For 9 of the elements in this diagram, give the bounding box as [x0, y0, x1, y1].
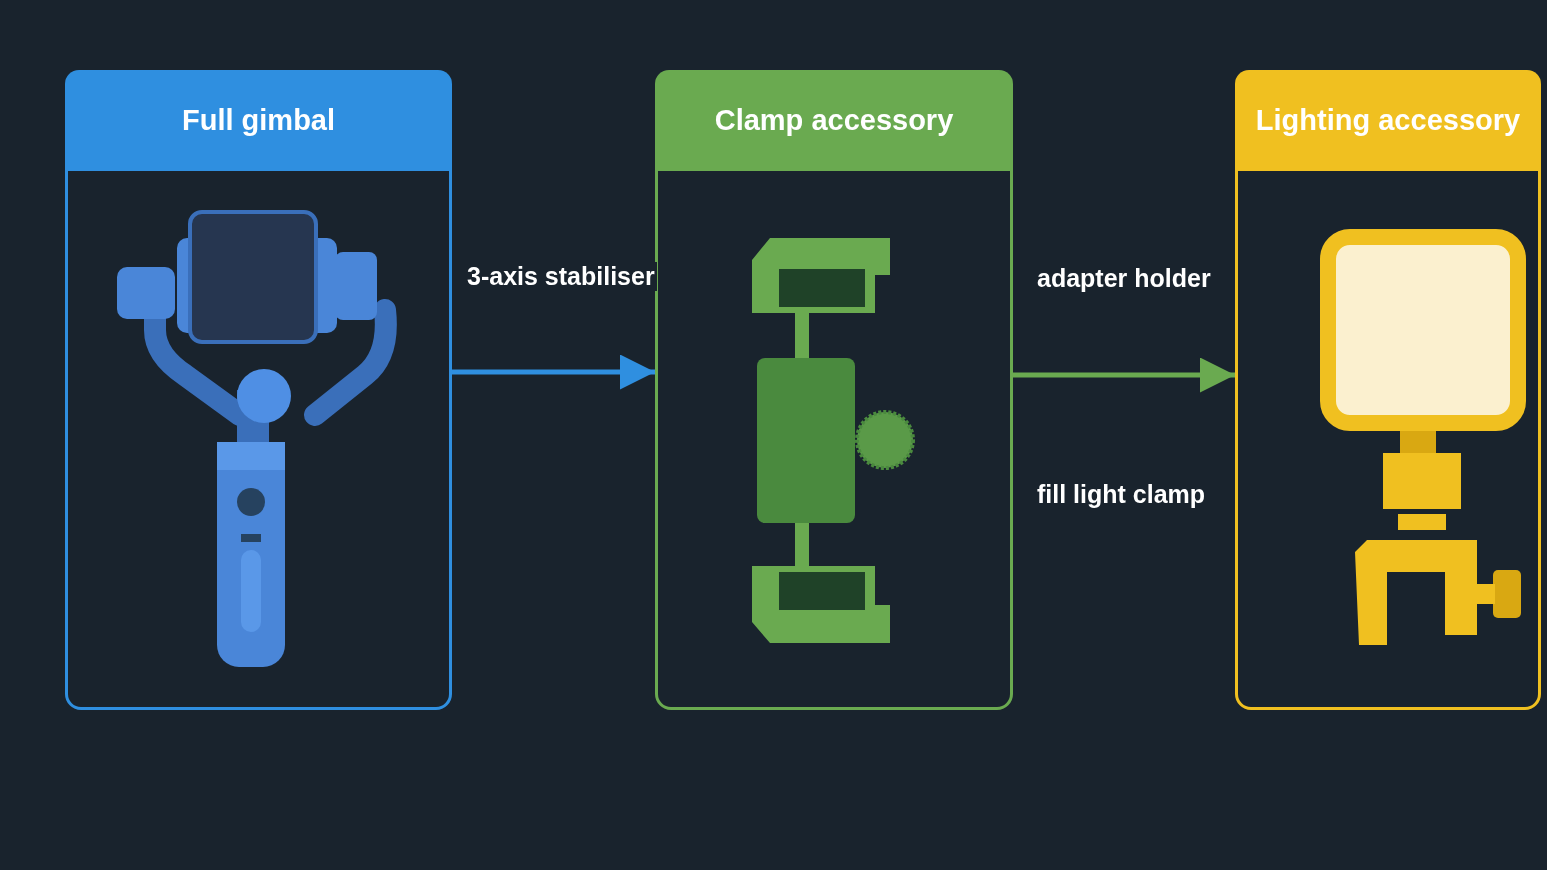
card	[65, 70, 452, 710]
card-title: Lighting accessory	[1255, 103, 1521, 137]
card	[655, 70, 1013, 710]
card	[1235, 70, 1541, 710]
card-title: Clamp accessory	[714, 103, 954, 137]
arrow	[1013, 357, 1235, 393]
card-title: Full gimbal	[181, 103, 336, 137]
edge-label: 3-axis stabiliser	[465, 262, 657, 291]
arrow	[452, 354, 655, 390]
